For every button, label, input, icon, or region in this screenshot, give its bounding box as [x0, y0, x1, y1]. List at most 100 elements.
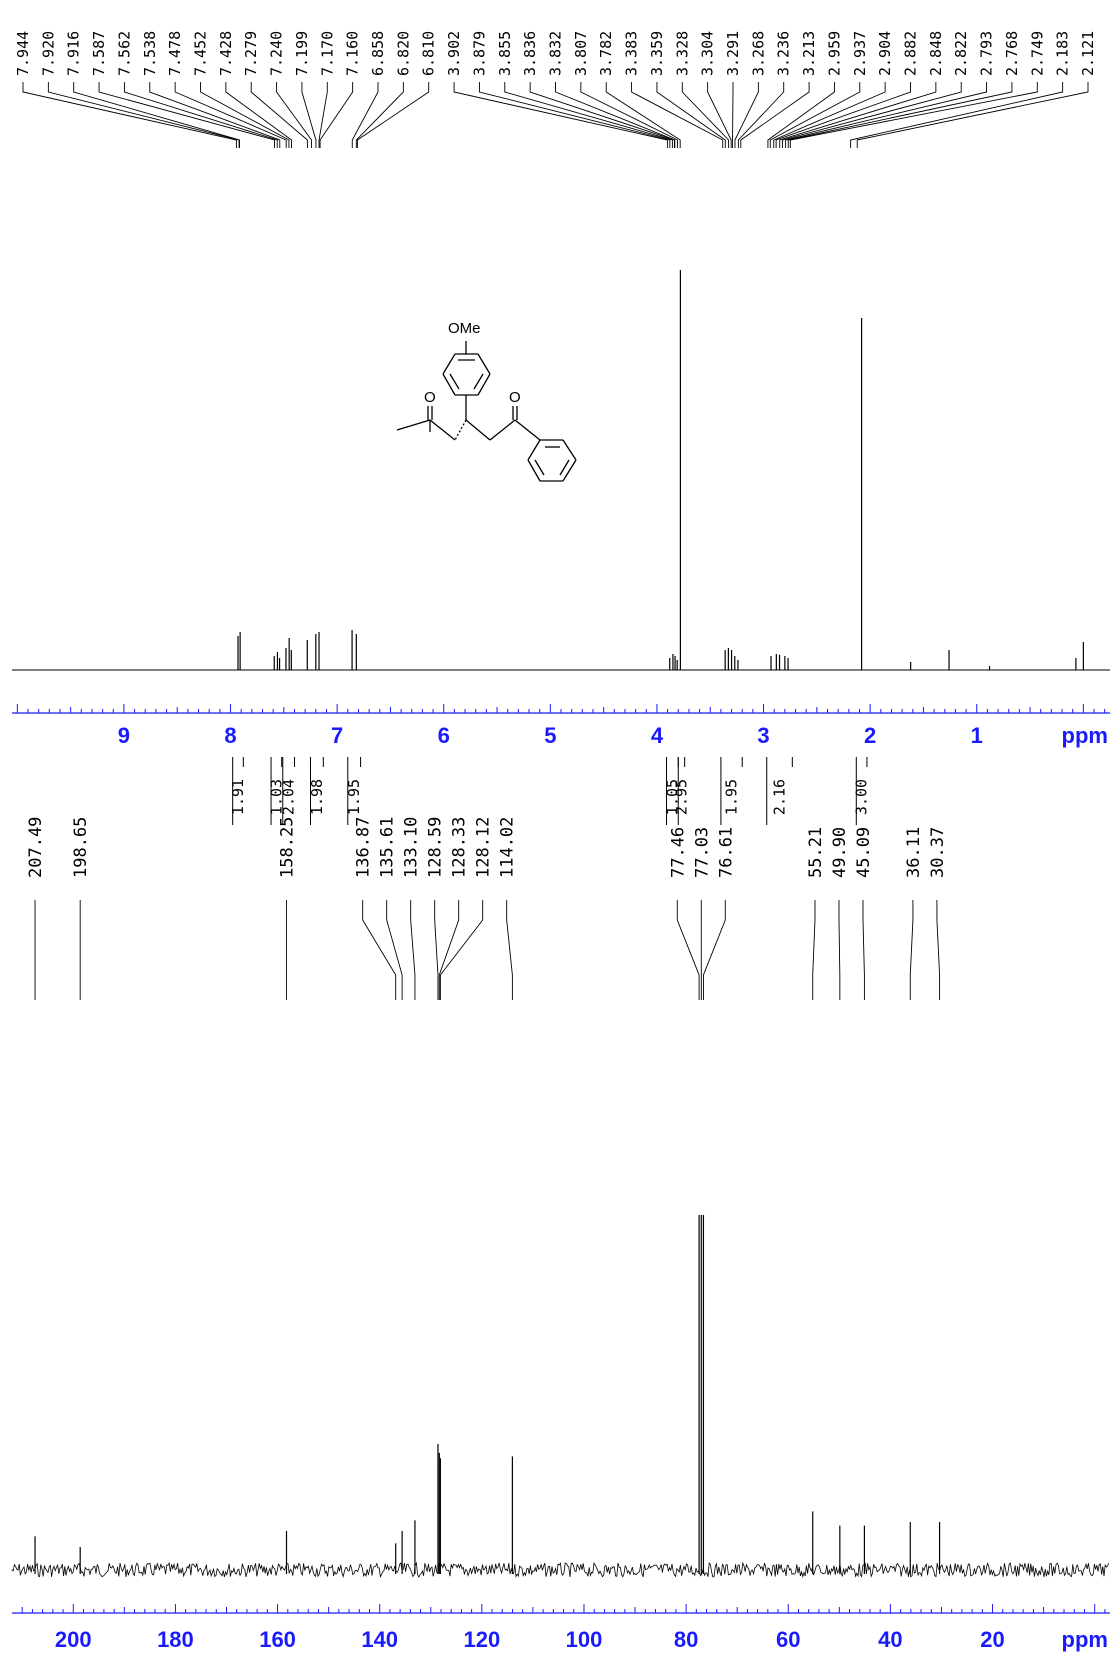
- c13-label-leader: [839, 900, 840, 1000]
- c13-peak-label: 128.33: [450, 817, 470, 878]
- h1-integral-bracket: [667, 757, 679, 767]
- h1-label-leader: [530, 82, 674, 148]
- h1-label-leader: [357, 82, 428, 148]
- h1-peak-label: 6.858: [369, 31, 387, 76]
- c13-spectrum: [12, 1215, 1109, 1577]
- h1-peak-label: 2.822: [952, 31, 970, 76]
- c13-label-leader: [677, 900, 699, 1000]
- c13-label-leader: [813, 900, 815, 1000]
- c13-tick-label: 160: [259, 1627, 296, 1652]
- c13-peak-label: 133.10: [402, 817, 422, 878]
- h1-peak-label: 3.807: [572, 31, 590, 76]
- c13-tick-label: 40: [878, 1627, 902, 1652]
- h1-peak-label: 2.749: [1028, 31, 1046, 76]
- h1-peak-label: 3.236: [775, 31, 793, 76]
- c13-peak-label: 136.87: [354, 817, 374, 878]
- h1-label-leader: [454, 82, 667, 148]
- c13-peak-label: 49.90: [830, 827, 850, 878]
- h1-peak-label: 3.328: [673, 31, 691, 76]
- h1-peak-label: 2.848: [927, 31, 945, 76]
- structure-label-o-left: O: [424, 389, 436, 406]
- molecule-structure: [397, 341, 576, 481]
- h1-label-leader: [150, 82, 280, 148]
- h1-peak-label: 7.587: [90, 31, 108, 76]
- c13-peak-label: 45.09: [854, 827, 874, 878]
- h1-integral-value: 1.91: [229, 779, 247, 815]
- h1-label-leaders: [23, 82, 1088, 148]
- h1-integral-value: 3.00: [853, 779, 871, 815]
- h1-tick-label: 1: [971, 723, 983, 748]
- c13-label-leader: [439, 900, 458, 1000]
- h1-integral-bracket: [767, 757, 793, 767]
- h1-integral-value: 1.95: [723, 779, 741, 815]
- c13-peak-label: 128.12: [474, 817, 494, 878]
- h1-axis-unit: ppm: [1062, 723, 1108, 748]
- h1-peak-label: 7.240: [268, 31, 286, 76]
- c13-peak-label: 76.61: [716, 827, 736, 878]
- h1-peak-label: 3.359: [648, 31, 666, 76]
- h1-integral-bracket: [678, 757, 684, 767]
- h1-tick-label: 3: [757, 723, 769, 748]
- c13-peak-label: 158.25: [278, 817, 298, 878]
- c13-tick-label: 80: [674, 1627, 698, 1652]
- c13-label-leader: [910, 900, 913, 1000]
- h1-integral-bracket: [283, 757, 295, 767]
- c13-peak-label: 128.59: [426, 817, 446, 878]
- c13-peak-label: 77.03: [692, 827, 712, 878]
- h1-peak-label: 7.916: [65, 31, 83, 76]
- h1-peak-label: 6.820: [394, 31, 412, 76]
- h1-integral-value: 2.95: [672, 779, 690, 815]
- h1-label-leader: [251, 82, 307, 148]
- h1-label-leader: [302, 82, 316, 148]
- h1-label-leader: [786, 82, 987, 148]
- h1-label-leader: [851, 82, 1063, 148]
- h1-tick-label: 2: [864, 723, 876, 748]
- h1-integral-bracket: [348, 757, 361, 767]
- h1-label-leader: [356, 82, 403, 148]
- h1-tick-label: 7: [331, 723, 343, 748]
- h1-tick-label: 9: [118, 723, 130, 748]
- h1-peak-label: 3.836: [521, 31, 539, 76]
- h1-tick-label: 6: [438, 723, 450, 748]
- h1-tick-label: 5: [544, 723, 556, 748]
- h1-integral-value: 2.04: [280, 779, 298, 815]
- h1-peak-label: 3.213: [800, 31, 818, 76]
- h1-peak-label: 3.902: [445, 31, 463, 76]
- h1-peak-label: 3.268: [749, 31, 767, 76]
- h1-integral-bracket: [856, 757, 867, 767]
- c13-label-leader: [440, 900, 482, 1000]
- h1-peak-label: 3.832: [547, 31, 565, 76]
- c13-tick-label: 60: [776, 1627, 800, 1652]
- h1-peak-label: 7.428: [217, 31, 235, 76]
- c13-label-leader: [863, 900, 864, 1000]
- c13-label-leader: [937, 900, 940, 1000]
- c13-label-leader: [411, 900, 415, 1000]
- h1-peak-label: 3.304: [699, 31, 717, 76]
- h1-spectrum: [12, 270, 1110, 670]
- h1-tick-label: 4: [651, 723, 664, 748]
- h1-peak-label: 7.199: [293, 31, 311, 76]
- c13-label-leader: [507, 900, 513, 1000]
- c13-peak-label: 114.02: [498, 817, 518, 878]
- h1-peak-label: 2.768: [1003, 31, 1021, 76]
- h1-peak-label: 7.170: [318, 31, 336, 76]
- c13-label-leader: [435, 900, 438, 1000]
- h1-peak-label: 6.810: [420, 31, 438, 76]
- h1-peak-label: 7.452: [192, 31, 210, 76]
- h1-integral-value: 2.16: [771, 779, 789, 815]
- c13-peak-label: 30.37: [928, 827, 948, 878]
- h1-peak-label: 2.937: [851, 31, 869, 76]
- c13-peak-label: 207.49: [26, 817, 46, 878]
- c13-label-leader: [387, 900, 402, 1000]
- h1-integral-bracket: [721, 757, 742, 767]
- c13-axis-unit: ppm: [1062, 1627, 1108, 1652]
- h1-peak-label: 7.160: [344, 31, 362, 76]
- h1-peak-label: 7.944: [14, 31, 32, 76]
- c13-tick-label: 100: [566, 1627, 603, 1652]
- h1-label-leader: [23, 82, 237, 148]
